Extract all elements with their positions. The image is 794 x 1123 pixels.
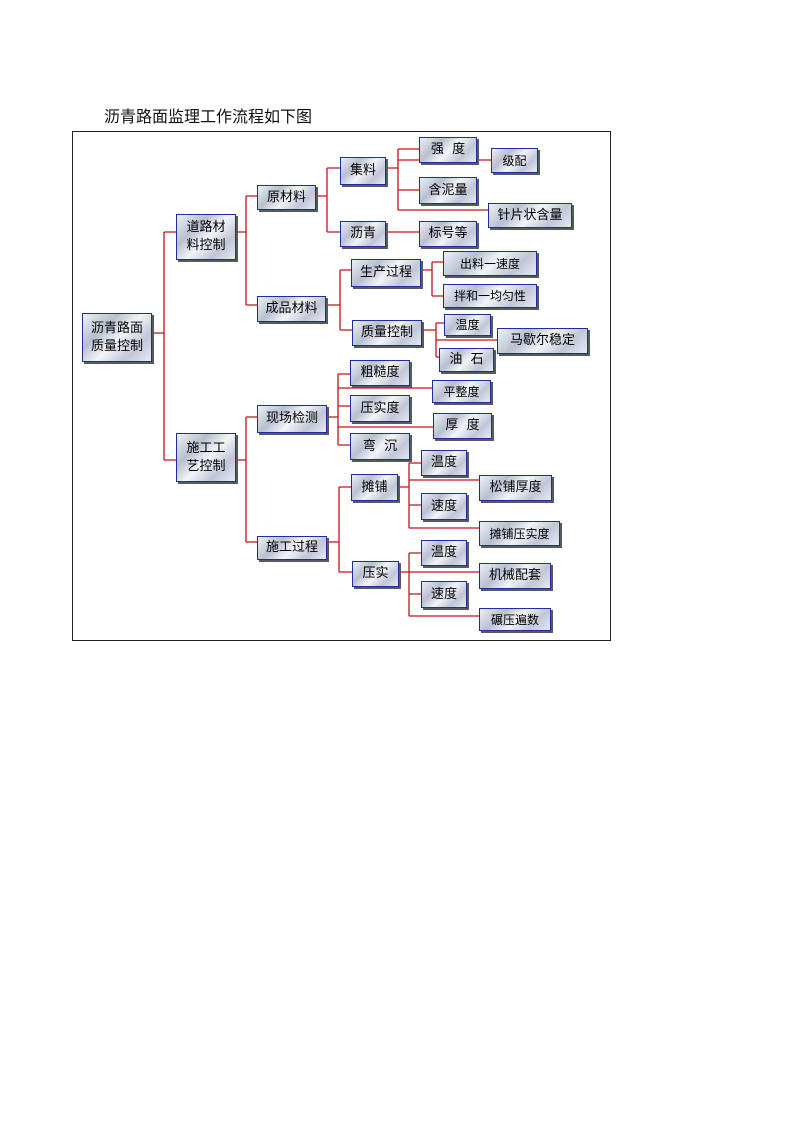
connector-raw	[316, 167, 340, 233]
connector-aggregate	[386, 148, 491, 211]
node-strength: 强 度	[419, 137, 477, 163]
node-process-control: 施工工 艺控制	[176, 433, 236, 482]
node-field-inspection: 现场检测	[257, 405, 327, 433]
connector-quality	[422, 322, 497, 358]
connector-production	[421, 261, 443, 297]
node-output-speed: 出料一速度	[443, 251, 537, 276]
node-paving: 摊铺	[351, 474, 398, 501]
node-raw-material: 原材料	[257, 185, 316, 210]
node-loose-thickness: 松铺厚度	[479, 475, 552, 501]
connector-paving	[398, 462, 479, 529]
connector-root	[152, 231, 176, 461]
connector-material	[236, 195, 257, 306]
node-paving-compaction: 摊铺压实度	[479, 521, 560, 546]
node-paving-speed: 速度	[421, 493, 467, 520]
connector-finished	[326, 269, 352, 331]
node-root: 沥青路面 质量控制	[82, 313, 152, 362]
node-material-control: 道路材 料控制	[176, 214, 236, 260]
node-needle-flake-content: 针片状含量	[488, 203, 572, 228]
node-machinery-matching: 机械配套	[479, 563, 551, 589]
node-marshall-stability: 马歇尔稳定	[497, 328, 588, 354]
node-rolling-passes: 碾压遍数	[479, 608, 551, 631]
node-roughness: 粗糙度	[350, 360, 410, 386]
node-asphalt: 沥青	[340, 221, 386, 247]
node-quality-temperature: 温度	[444, 314, 491, 336]
node-construction-process: 施工过程	[257, 536, 327, 560]
node-flatness: 平整度	[432, 380, 491, 403]
node-deflection: 弯 沉	[350, 433, 410, 460]
page-title: 沥青路面监理工作流程如下图	[104, 107, 313, 126]
node-oil-stone-ratio: 油 石	[439, 348, 494, 372]
connector-compacting	[399, 552, 479, 617]
node-compaction-temperature: 温度	[421, 540, 467, 566]
node-production-process: 生产过程	[351, 259, 421, 287]
node-paving-temperature: 温度	[421, 450, 467, 476]
node-compacting: 压实	[352, 561, 399, 587]
node-gradation: 级配	[491, 148, 538, 173]
node-finished-material: 成品材料	[257, 296, 326, 322]
node-grade: 标号等	[419, 221, 477, 247]
connector-process	[236, 416, 257, 543]
node-thickness: 厚 度	[433, 413, 492, 439]
node-mud-content: 含泥量	[419, 177, 477, 204]
node-compaction-speed: 速度	[421, 581, 467, 608]
node-quality-control: 质量控制	[352, 320, 422, 346]
node-compaction-degree: 压实度	[350, 395, 410, 422]
node-mixing-uniformity: 拌和一均匀性	[443, 284, 537, 308]
flowchart-frame	[72, 131, 611, 641]
node-aggregate: 集料	[340, 157, 386, 185]
connector-construction	[327, 486, 352, 573]
connector-field	[327, 373, 433, 446]
